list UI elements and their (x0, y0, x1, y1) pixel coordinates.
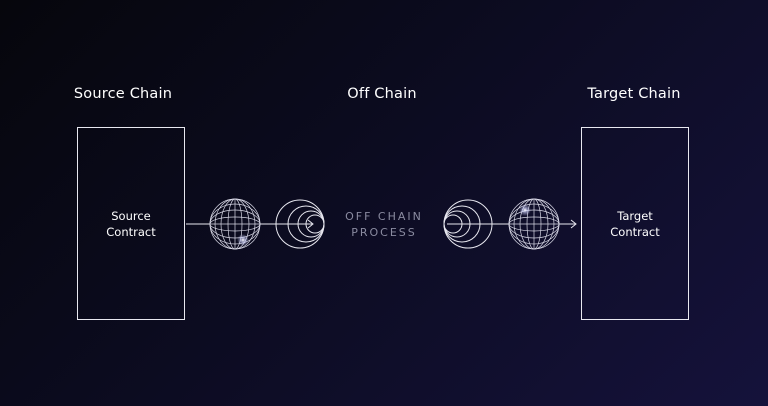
source-chain-title: Source Chain (73, 86, 173, 102)
arrow-right-icon (570, 219, 577, 229)
concentric-rings-icon (275, 199, 325, 249)
source-contract-label-line2: Contract (106, 224, 156, 239)
target-chain-title: Target Chain (587, 86, 681, 102)
target-contract-box: Target Contract (581, 127, 689, 320)
source-contract-box: Source Contract (77, 127, 185, 320)
source-contract-label-line1: Source (111, 208, 151, 223)
concentric-rings-icon (443, 199, 493, 249)
wireframe-globe-icon (508, 198, 560, 250)
process-label-line2: PROCESS (351, 226, 417, 239)
target-contract-label-line2: Contract (610, 224, 660, 239)
target-contract-label-line1: Target (617, 208, 653, 223)
arrow-right-icon (307, 219, 314, 229)
process-label-line1: OFF CHAIN (345, 210, 423, 223)
wireframe-globe-icon (209, 198, 261, 250)
off-chain-title: Off Chain (347, 86, 417, 102)
off-chain-process-label: OFF CHAIN PROCESS (345, 209, 423, 241)
